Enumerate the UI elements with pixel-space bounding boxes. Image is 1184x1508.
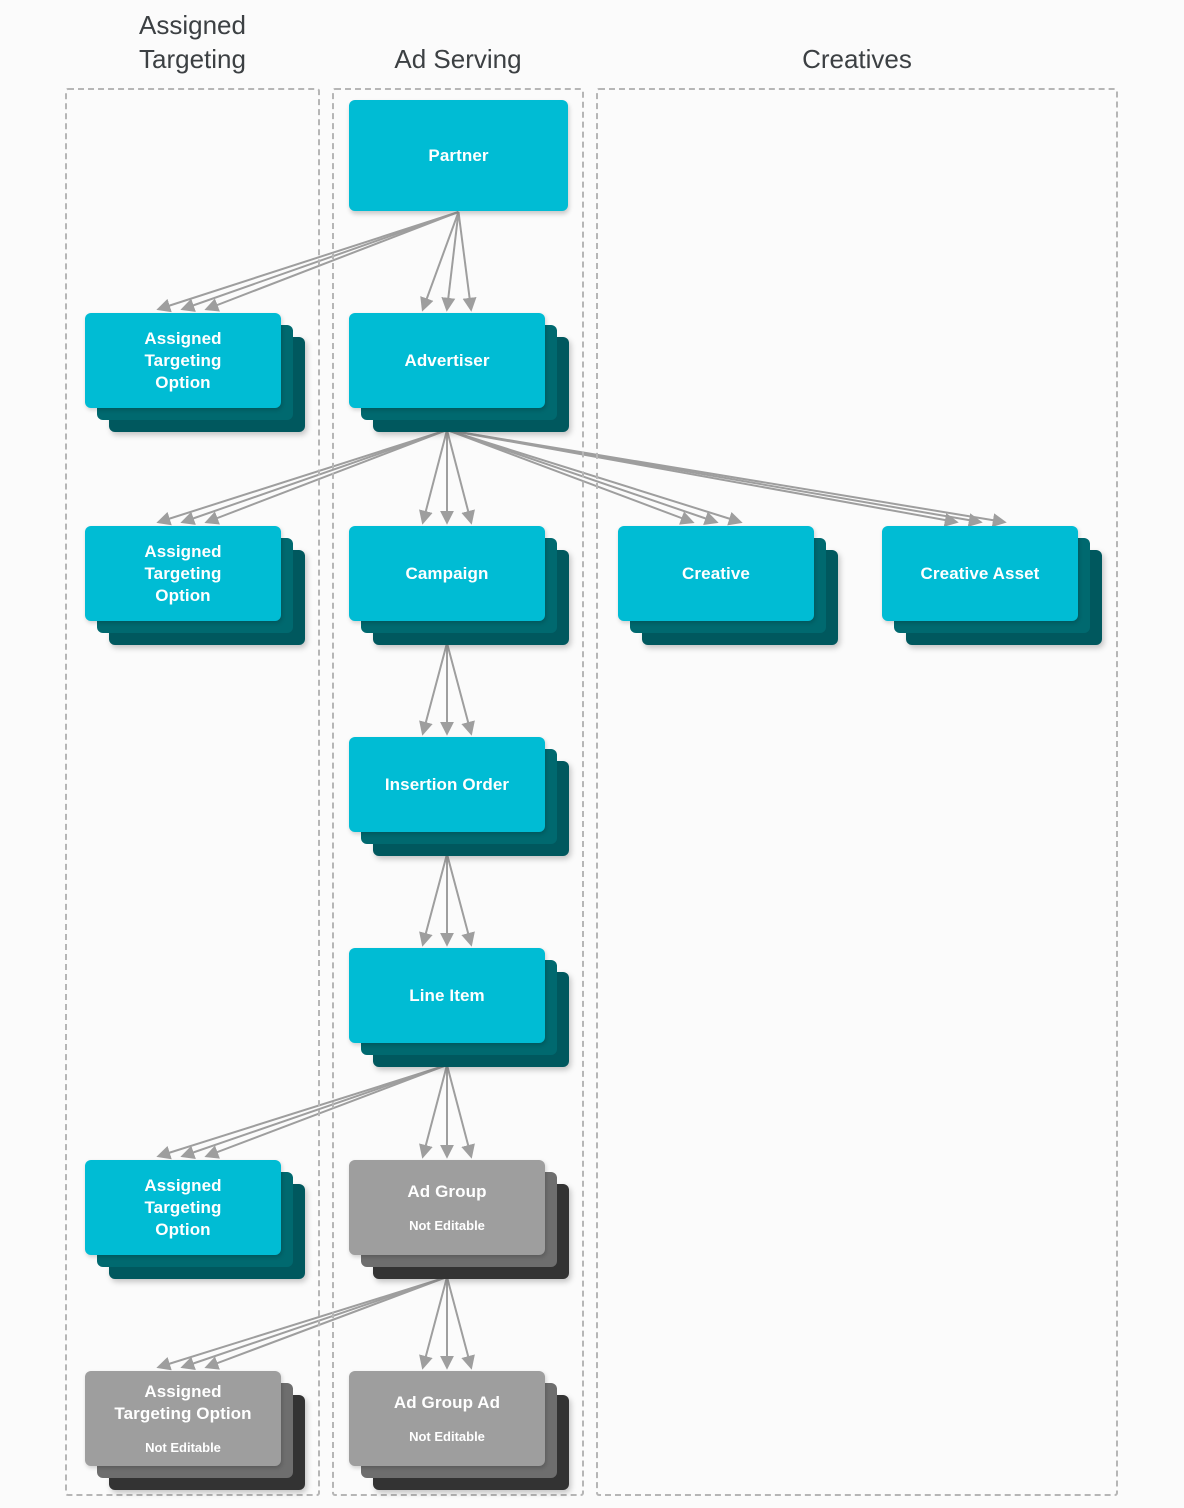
node-face-assigned-targeting-option-line-item[interactable]: Assigned Targeting Option [85, 1160, 281, 1255]
node-line-item[interactable]: Line Item [349, 948, 569, 1067]
node-subtitle: Not Editable [409, 1218, 485, 1233]
node-partner[interactable]: Partner [349, 100, 592, 235]
column-header-assigned-targeting: Assigned Targeting [139, 10, 246, 74]
node-face-creative-asset[interactable]: Creative Asset [882, 526, 1078, 621]
group-box-ad-serving [332, 88, 584, 1496]
node-creative-asset[interactable]: Creative Asset [882, 526, 1102, 645]
node-ad-group-ad[interactable]: Ad Group Ad Not Editable [349, 1371, 569, 1490]
node-assigned-targeting-option-partner[interactable]: Assigned Targeting Option [85, 313, 305, 432]
node-insertion-order[interactable]: Insertion Order [349, 737, 569, 856]
group-box-creatives [596, 88, 1118, 1496]
node-face-insertion-order[interactable]: Insertion Order [349, 737, 545, 832]
node-subtitle: Not Editable [145, 1440, 221, 1455]
node-title: Campaign [405, 563, 489, 583]
node-advertiser[interactable]: Advertiser [349, 313, 569, 432]
node-title: Partner [428, 145, 489, 165]
node-title: Assigned Targeting Option [144, 1175, 222, 1239]
node-title: Creative Asset [920, 563, 1040, 583]
group-box-assigned-targeting [65, 88, 320, 1496]
column-header-creatives: Creatives [802, 44, 912, 74]
node-face-line-item[interactable]: Line Item [349, 948, 545, 1043]
node-creative[interactable]: Creative [618, 526, 838, 645]
node-assigned-targeting-option-line-item[interactable]: Assigned Targeting Option [85, 1160, 305, 1279]
node-title: Line Item [409, 985, 485, 1005]
node-face-advertiser[interactable]: Advertiser [349, 313, 545, 408]
node-assigned-targeting-option-advertiser[interactable]: Assigned Targeting Option [85, 526, 305, 645]
node-title: Insertion Order [384, 774, 510, 794]
node-subtitle: Not Editable [409, 1429, 485, 1444]
column-header-ad-serving: Ad Serving [394, 44, 522, 74]
node-face-partner[interactable]: Partner [349, 100, 568, 211]
node-title: Assigned Targeting Option [114, 1382, 252, 1423]
node-face-creative[interactable]: Creative [618, 526, 814, 621]
node-face-ad-group-ad[interactable]: Ad Group Ad Not Editable [349, 1371, 545, 1466]
node-title: Assigned Targeting Option [144, 328, 222, 392]
node-face-assigned-targeting-option-advertiser[interactable]: Assigned Targeting Option [85, 526, 281, 621]
node-face-assigned-targeting-option-partner[interactable]: Assigned Targeting Option [85, 313, 281, 408]
node-title: Ad Group [407, 1182, 487, 1201]
node-title: Creative [682, 563, 750, 583]
node-campaign[interactable]: Campaign [349, 526, 569, 645]
node-title: Ad Group Ad [393, 1393, 501, 1412]
node-title: Assigned Targeting Option [144, 541, 222, 605]
node-face-campaign[interactable]: Campaign [349, 526, 545, 621]
node-title: Advertiser [404, 350, 490, 370]
